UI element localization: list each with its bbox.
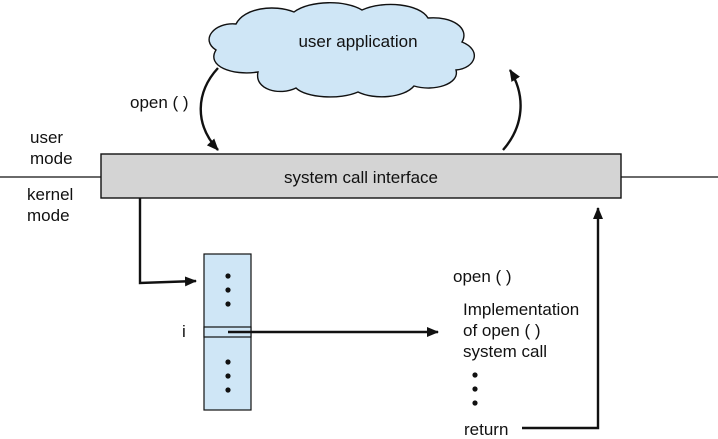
table-dot — [225, 359, 231, 365]
implementation-dot — [472, 372, 478, 378]
table-index-label: i — [182, 322, 186, 341]
table-dot — [225, 287, 231, 293]
system-call-interface-box — [100, 153, 622, 199]
implementation-line2: of open ( ) — [463, 321, 541, 340]
kernel-mode-label-line1: kernel — [27, 185, 73, 204]
return-label: return — [464, 420, 508, 439]
table-dot — [225, 273, 231, 279]
user-mode-label-line1: user — [30, 128, 63, 147]
return-to-user-arrow — [502, 69, 522, 151]
kernel-mode-label-line2: mode — [27, 206, 70, 225]
user-application-cloud — [208, 2, 475, 98]
implementation-dot — [472, 400, 478, 406]
system-call-interface-label: system call interface — [284, 168, 438, 187]
open-call-arrow — [199, 67, 219, 151]
implementation-line3: system call — [463, 342, 547, 361]
implementation-line1: Implementation — [463, 300, 579, 319]
dispatch-arrow — [138, 198, 197, 287]
implementation-heading: open ( ) — [453, 267, 512, 286]
table-dot — [225, 301, 231, 307]
table-dot — [225, 373, 231, 379]
table-dot — [225, 387, 231, 393]
return-arrow — [522, 207, 603, 430]
user-mode-label-line2: mode — [30, 149, 73, 168]
implementation-dot — [472, 386, 478, 392]
open-call-label: open ( ) — [130, 93, 189, 112]
user-application-label: user application — [298, 32, 417, 51]
